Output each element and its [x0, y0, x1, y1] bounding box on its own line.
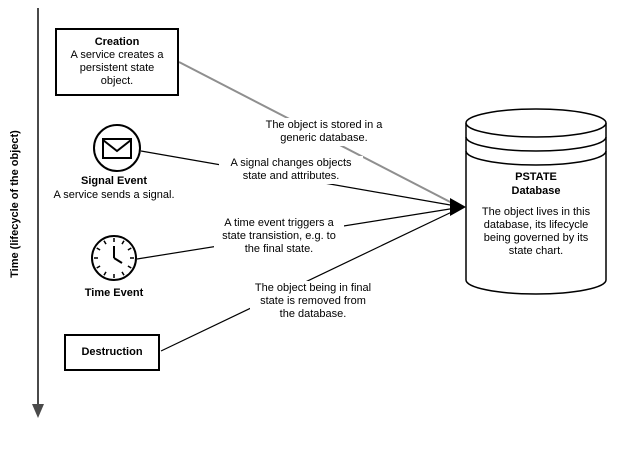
destruction-connector-line [160, 209, 457, 352]
destruction-box: Destruction [64, 334, 160, 371]
annotation-time-transition: A time event triggers a state transistio… [214, 216, 344, 257]
signal-event-desc: A service sends a signal. [53, 189, 175, 201]
destruction-title: Destruction [81, 346, 143, 358]
database-desc: The object lives in this database, its l… [481, 206, 591, 257]
annotation-removed: The object being in final state is remov… [250, 281, 376, 322]
database-arrowhead-icon [450, 198, 466, 216]
creation-title: Creation [94, 36, 140, 48]
time-axis-arrowhead-icon [32, 404, 44, 418]
creation-desc: A service creates a persistent state obj… [70, 49, 164, 87]
envelope-icon [93, 124, 141, 172]
time-event-title: Time Event [84, 287, 144, 299]
signal-event-title: Signal Event [80, 175, 148, 187]
database-title-line2: Database [511, 185, 561, 197]
database-title: PSTATE Database [471, 170, 601, 198]
database-title-line1: PSTATE [515, 171, 557, 183]
database-cylinder-icon [465, 108, 607, 295]
annotation-signal-changes: A signal changes objects state and attri… [219, 156, 363, 184]
annotation-stored: The object is stored in a generic databa… [252, 118, 396, 146]
creation-box: Creation A service creates a persistent … [55, 28, 179, 96]
clock-icon [91, 235, 137, 281]
time-axis-label: Time (lifecycle of the object) [9, 130, 21, 278]
